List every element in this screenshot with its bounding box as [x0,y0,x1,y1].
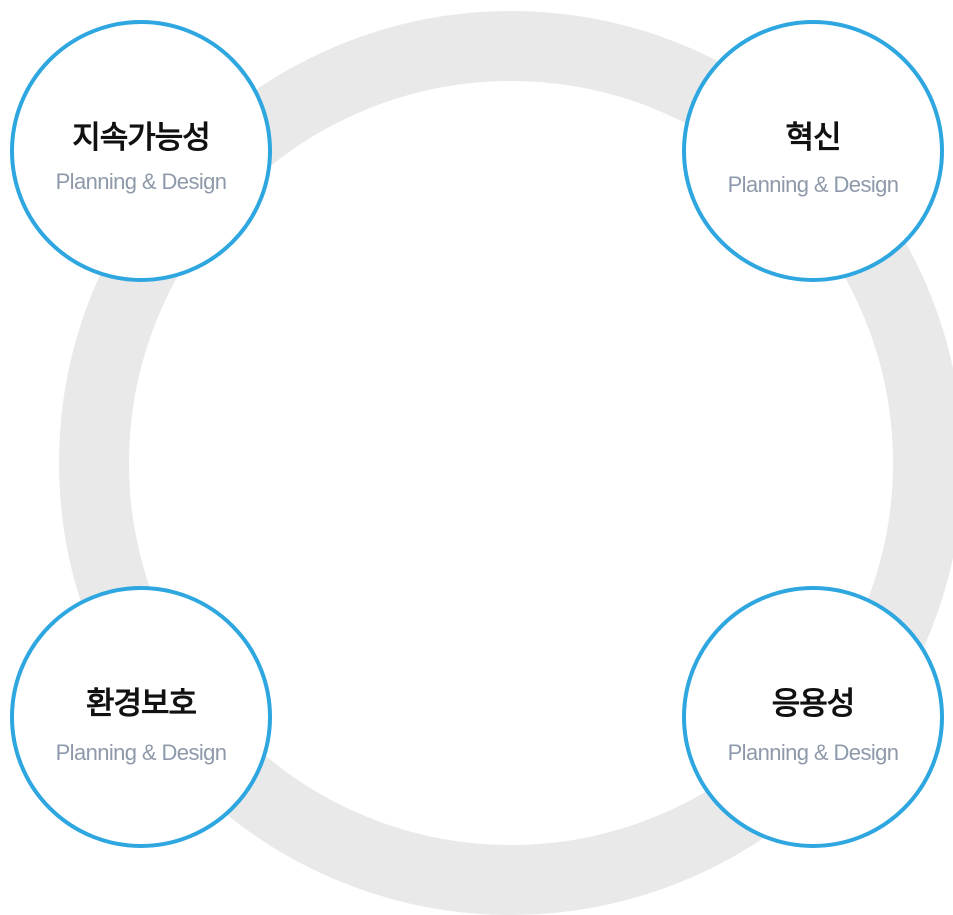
node-title: 지속가능성 [72,120,211,156]
node-applicability[interactable]: 응용성 Planning & Design [682,586,944,848]
node-title: 응용성 [771,686,856,722]
node-title: 환경보호 [85,686,197,722]
node-title: 혁신 [785,120,841,156]
node-sustainability[interactable]: 지속가능성 Planning & Design [10,20,272,282]
node-subtitle: Planning & Design [55,740,227,765]
node-subtitle: Planning & Design [55,169,227,194]
node-subtitle: Planning & Design [727,740,899,765]
node-subtitle: Planning & Design [727,172,899,197]
node-environment-protection[interactable]: 환경보호 Planning & Design [10,586,272,848]
node-innovation[interactable]: 혁신 Planning & Design [682,20,944,282]
